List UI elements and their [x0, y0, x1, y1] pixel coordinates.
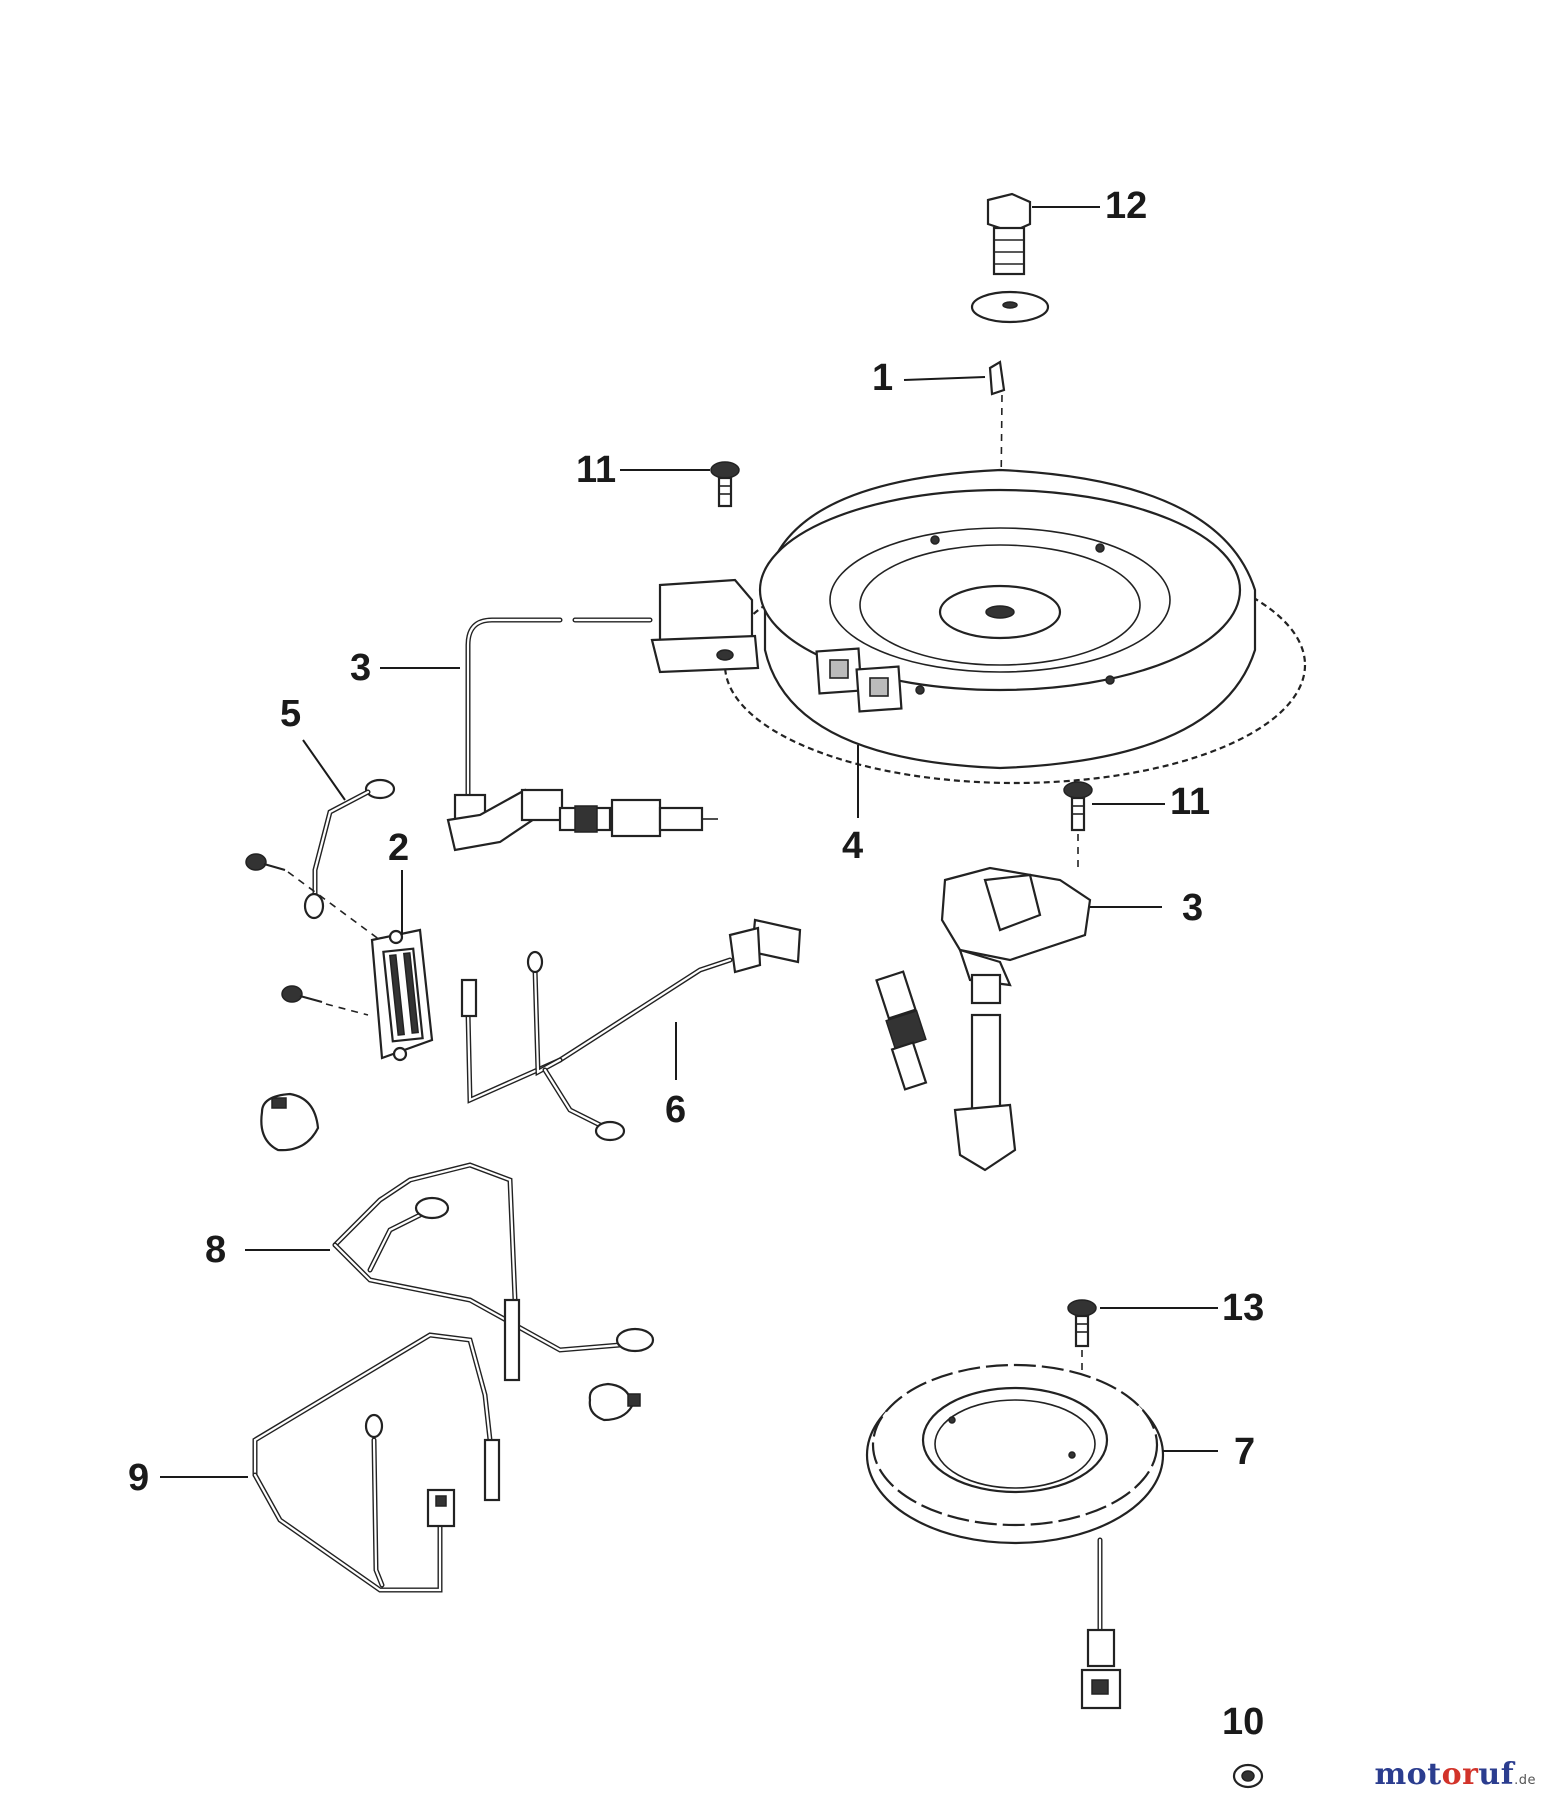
callout-3-right: 3 — [1182, 887, 1203, 929]
stator-7-drawing — [865, 1363, 1165, 1710]
callout-12: 12 — [1105, 185, 1147, 227]
ground-wire-5-drawing — [303, 778, 396, 920]
callout-2: 2 — [388, 827, 409, 869]
motoruf-logo: motoruf.de — [1374, 1757, 1536, 1792]
spark-plug-left-drawing — [558, 798, 718, 838]
harness-8-drawing — [260, 1092, 655, 1422]
harness-9-drawing — [252, 1332, 501, 1593]
logo-tld: .de — [1514, 1773, 1536, 1788]
wire-harness-6-drawing — [460, 918, 802, 1142]
callout-10: 10 — [1222, 1701, 1264, 1743]
screw-11-right-drawing — [1063, 781, 1093, 872]
leader-1 — [903, 376, 986, 381]
callout-3-left: 3 — [350, 647, 371, 689]
callout-5: 5 — [280, 693, 301, 735]
callout-11-right: 11 — [1170, 781, 1210, 823]
leader-5 — [302, 739, 346, 801]
callout-6: 6 — [665, 1089, 686, 1131]
spark-plug-right-drawing — [875, 970, 928, 1091]
callout-1: 1 — [872, 357, 893, 399]
callout-9: 9 — [128, 1457, 149, 1499]
ignition-coil-3-right-drawing — [940, 866, 1092, 1172]
callout-8: 8 — [205, 1229, 226, 1271]
nut-10-drawing — [1232, 1763, 1264, 1789]
bolt-12-drawing — [970, 192, 1050, 324]
callout-13: 13 — [1222, 1287, 1264, 1329]
flywheel-4-drawing — [723, 468, 1307, 785]
logo-part-1: mot — [1374, 1757, 1442, 1792]
logo-part-3: uf — [1478, 1757, 1515, 1792]
screw-13-drawing — [1067, 1299, 1097, 1390]
callout-7: 7 — [1234, 1431, 1255, 1473]
callout-11-top: 11 — [576, 449, 616, 491]
callout-4: 4 — [842, 825, 863, 867]
logo-part-2: or — [1441, 1757, 1479, 1792]
screw-11-top-drawing — [710, 461, 740, 508]
rectifier-2-drawing — [245, 853, 434, 1062]
ignition-coil-3-left-drawing — [446, 578, 760, 852]
